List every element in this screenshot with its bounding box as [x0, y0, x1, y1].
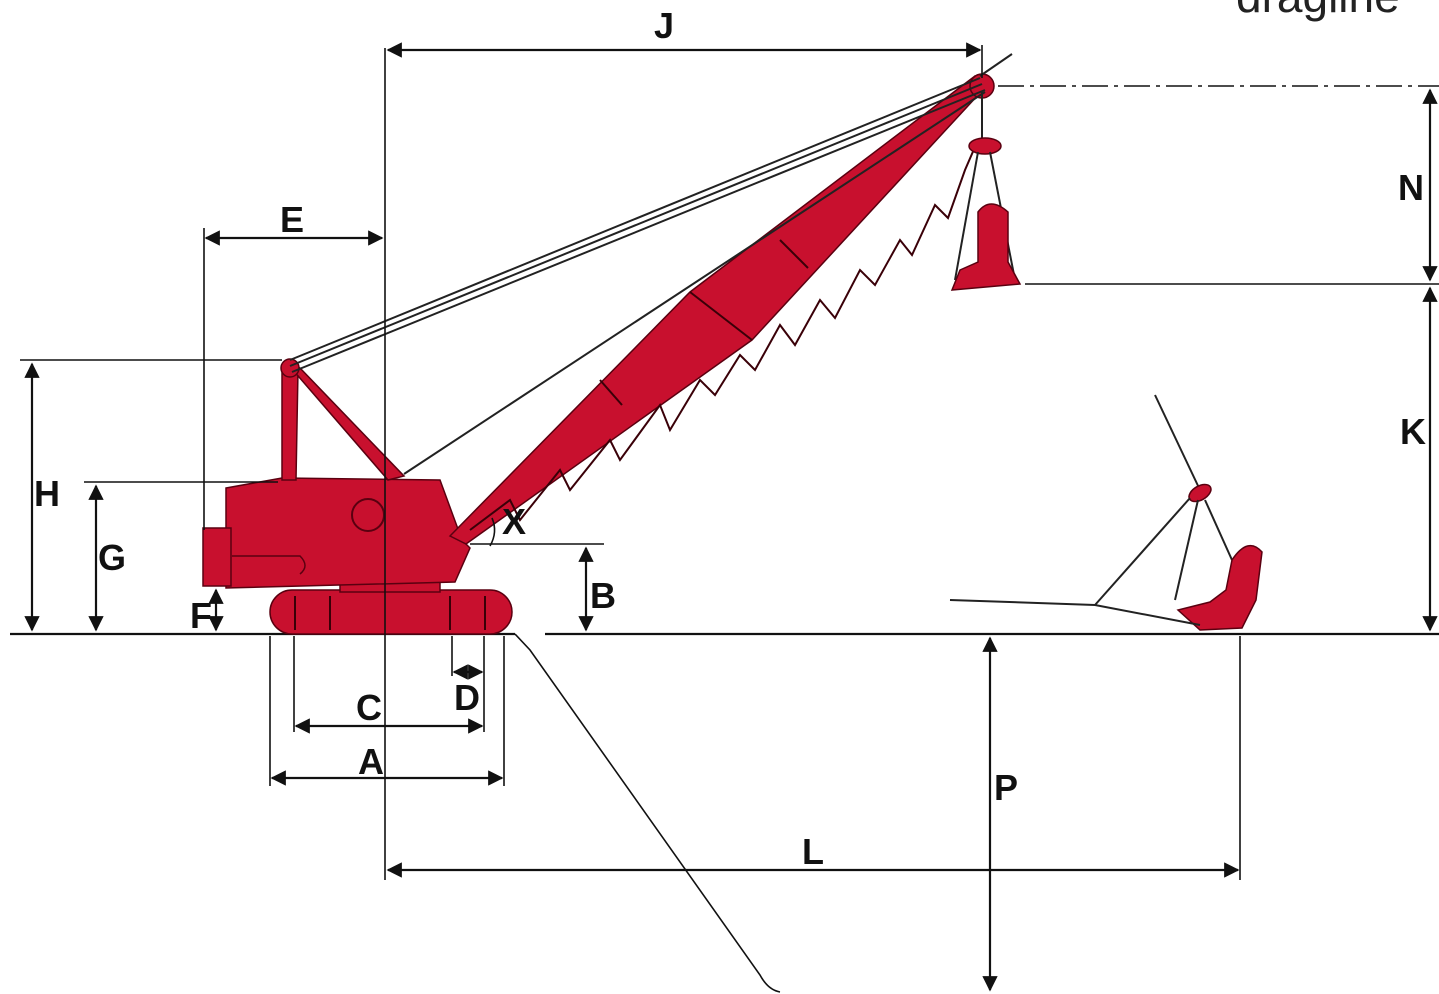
label-h: H — [34, 473, 60, 514]
label-c: C — [356, 687, 382, 728]
dragline-machine — [202, 53, 1013, 635]
label-e: E — [280, 199, 304, 240]
label-x: X — [502, 501, 526, 542]
excavation-slope — [514, 633, 781, 993]
label-a: A — [358, 741, 384, 782]
bucket-raised — [950, 92, 1022, 291]
label-k: K — [1400, 411, 1426, 452]
label-b: B — [590, 575, 616, 616]
label-d: D — [454, 677, 480, 718]
diagram-caption: dragline — [1236, 0, 1400, 22]
label-f: F — [190, 595, 212, 636]
label-l: L — [802, 831, 824, 872]
label-n: N — [1398, 167, 1424, 208]
counterweight — [202, 527, 232, 587]
boom — [448, 75, 992, 545]
label-j: J — [654, 5, 674, 46]
label-g: G — [98, 537, 126, 578]
crawler-track — [269, 589, 513, 635]
label-p: P — [994, 767, 1018, 808]
a-frame — [281, 369, 299, 481]
bucket-digging — [949, 394, 1263, 631]
upper-house — [225, 477, 471, 589]
